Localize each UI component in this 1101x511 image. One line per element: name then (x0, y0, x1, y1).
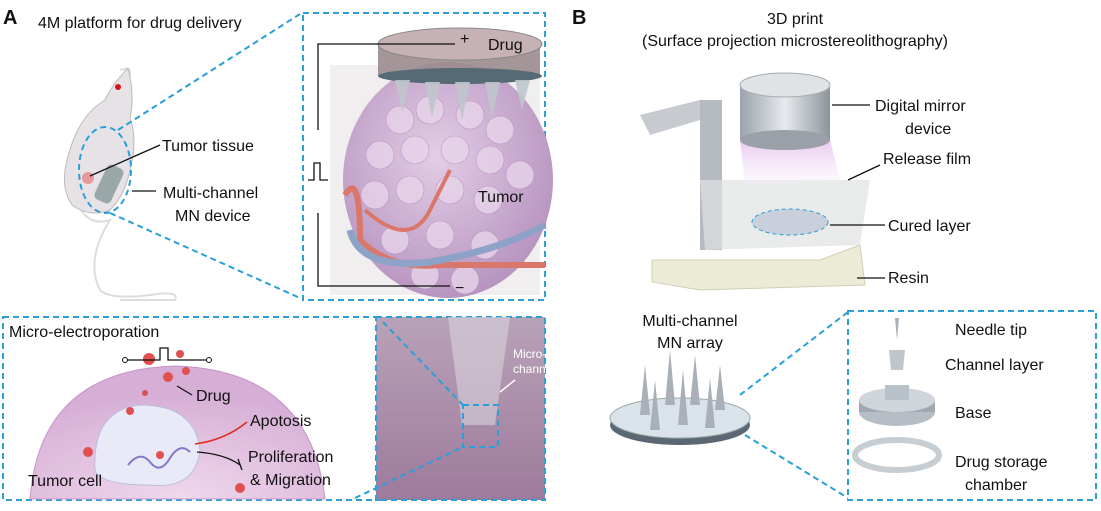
zoom-line-bottom (109, 212, 301, 299)
pulse-icon (308, 162, 328, 181)
panel-a-label: A (3, 7, 17, 29)
micro-electroporation-box (2, 316, 382, 501)
dmd-label-2: device (905, 121, 951, 138)
nucleus-shape (94, 404, 201, 487)
mn-device-mini (94, 164, 124, 204)
array-zoom-line-top (739, 311, 849, 396)
panel-a-title: 4M platform for drug delivery (38, 15, 242, 32)
base-label: Base (955, 405, 992, 422)
inhibition-arrow (196, 451, 243, 471)
microchannel-arrow (499, 379, 516, 393)
tumor-label: Tumor (478, 189, 524, 206)
drug-storage-label-1: Drug storage (955, 454, 1048, 471)
array-zoom-line-bottom (744, 434, 849, 499)
apoptosis-arrow (194, 421, 248, 445)
dmd-label-1: Digital mirror (875, 98, 966, 115)
drug-storage-label-2: chamber (965, 477, 1028, 494)
mn-device-disk (377, 27, 543, 120)
microchannel-focus-box (462, 404, 499, 448)
release-film-arrow (847, 164, 881, 181)
drug-label: Drug (488, 37, 523, 54)
mn-parts-box (847, 310, 1097, 501)
tumor-spot (82, 172, 94, 184)
printer-illustration (640, 72, 870, 291)
mouse-zoom-circle (78, 126, 132, 214)
release-film-label: Release film (883, 151, 971, 168)
mn-device-label-2: MN device (175, 208, 251, 225)
mn-array-illustration (609, 350, 751, 445)
cured-layer-label: Cured layer (888, 218, 971, 235)
microchannel-label-1: Micro- (513, 347, 546, 361)
panel-b-title-2: (Surface projection microstereolithograp… (642, 33, 948, 50)
resin-label: Resin (888, 270, 929, 287)
apoptosis-label: Apotosis (250, 413, 311, 430)
mn-array-label-1: Multi-channel (642, 313, 737, 330)
circuit-wire-bottom (317, 213, 450, 287)
needle-tip-label: Needle tip (955, 322, 1027, 339)
exploded-parts (852, 318, 942, 473)
mn-array-label-2: MN array (657, 335, 723, 352)
positive-electrode-label: + (460, 31, 469, 48)
drug-arrow (176, 385, 193, 396)
terminal-left (122, 357, 128, 363)
dna-icon (127, 447, 191, 469)
micro-drug-label: Drug (196, 388, 231, 405)
tumor-illustration (342, 62, 553, 298)
circuit-wire-top (317, 43, 455, 130)
micro-electroporation-title: Micro-electroporation (9, 324, 159, 341)
terminal-right (206, 357, 212, 363)
negative-electrode-label: − (455, 280, 464, 297)
tumor-tissue-label: Tumor tissue (162, 138, 254, 155)
drug-particles (83, 350, 245, 493)
tumor-cell-label: Tumor cell (28, 473, 102, 490)
migration-label: & Migration (250, 472, 331, 489)
needle-closeup (448, 317, 510, 425)
channel-layer-label: Channel layer (945, 357, 1044, 374)
mn-device-label-1: Multi-channel (163, 185, 258, 202)
tumor-tissue-arrow (89, 144, 161, 177)
microchannel-label-2: channel (513, 362, 555, 376)
pulse-icon-micro (126, 347, 208, 361)
mouse-eye (115, 84, 121, 90)
zoom-line-top (117, 13, 301, 131)
panel-b-title-1: 3D print (767, 11, 824, 28)
panel-b-label: B (572, 7, 586, 29)
proliferation-label: Proliferation (248, 449, 333, 466)
